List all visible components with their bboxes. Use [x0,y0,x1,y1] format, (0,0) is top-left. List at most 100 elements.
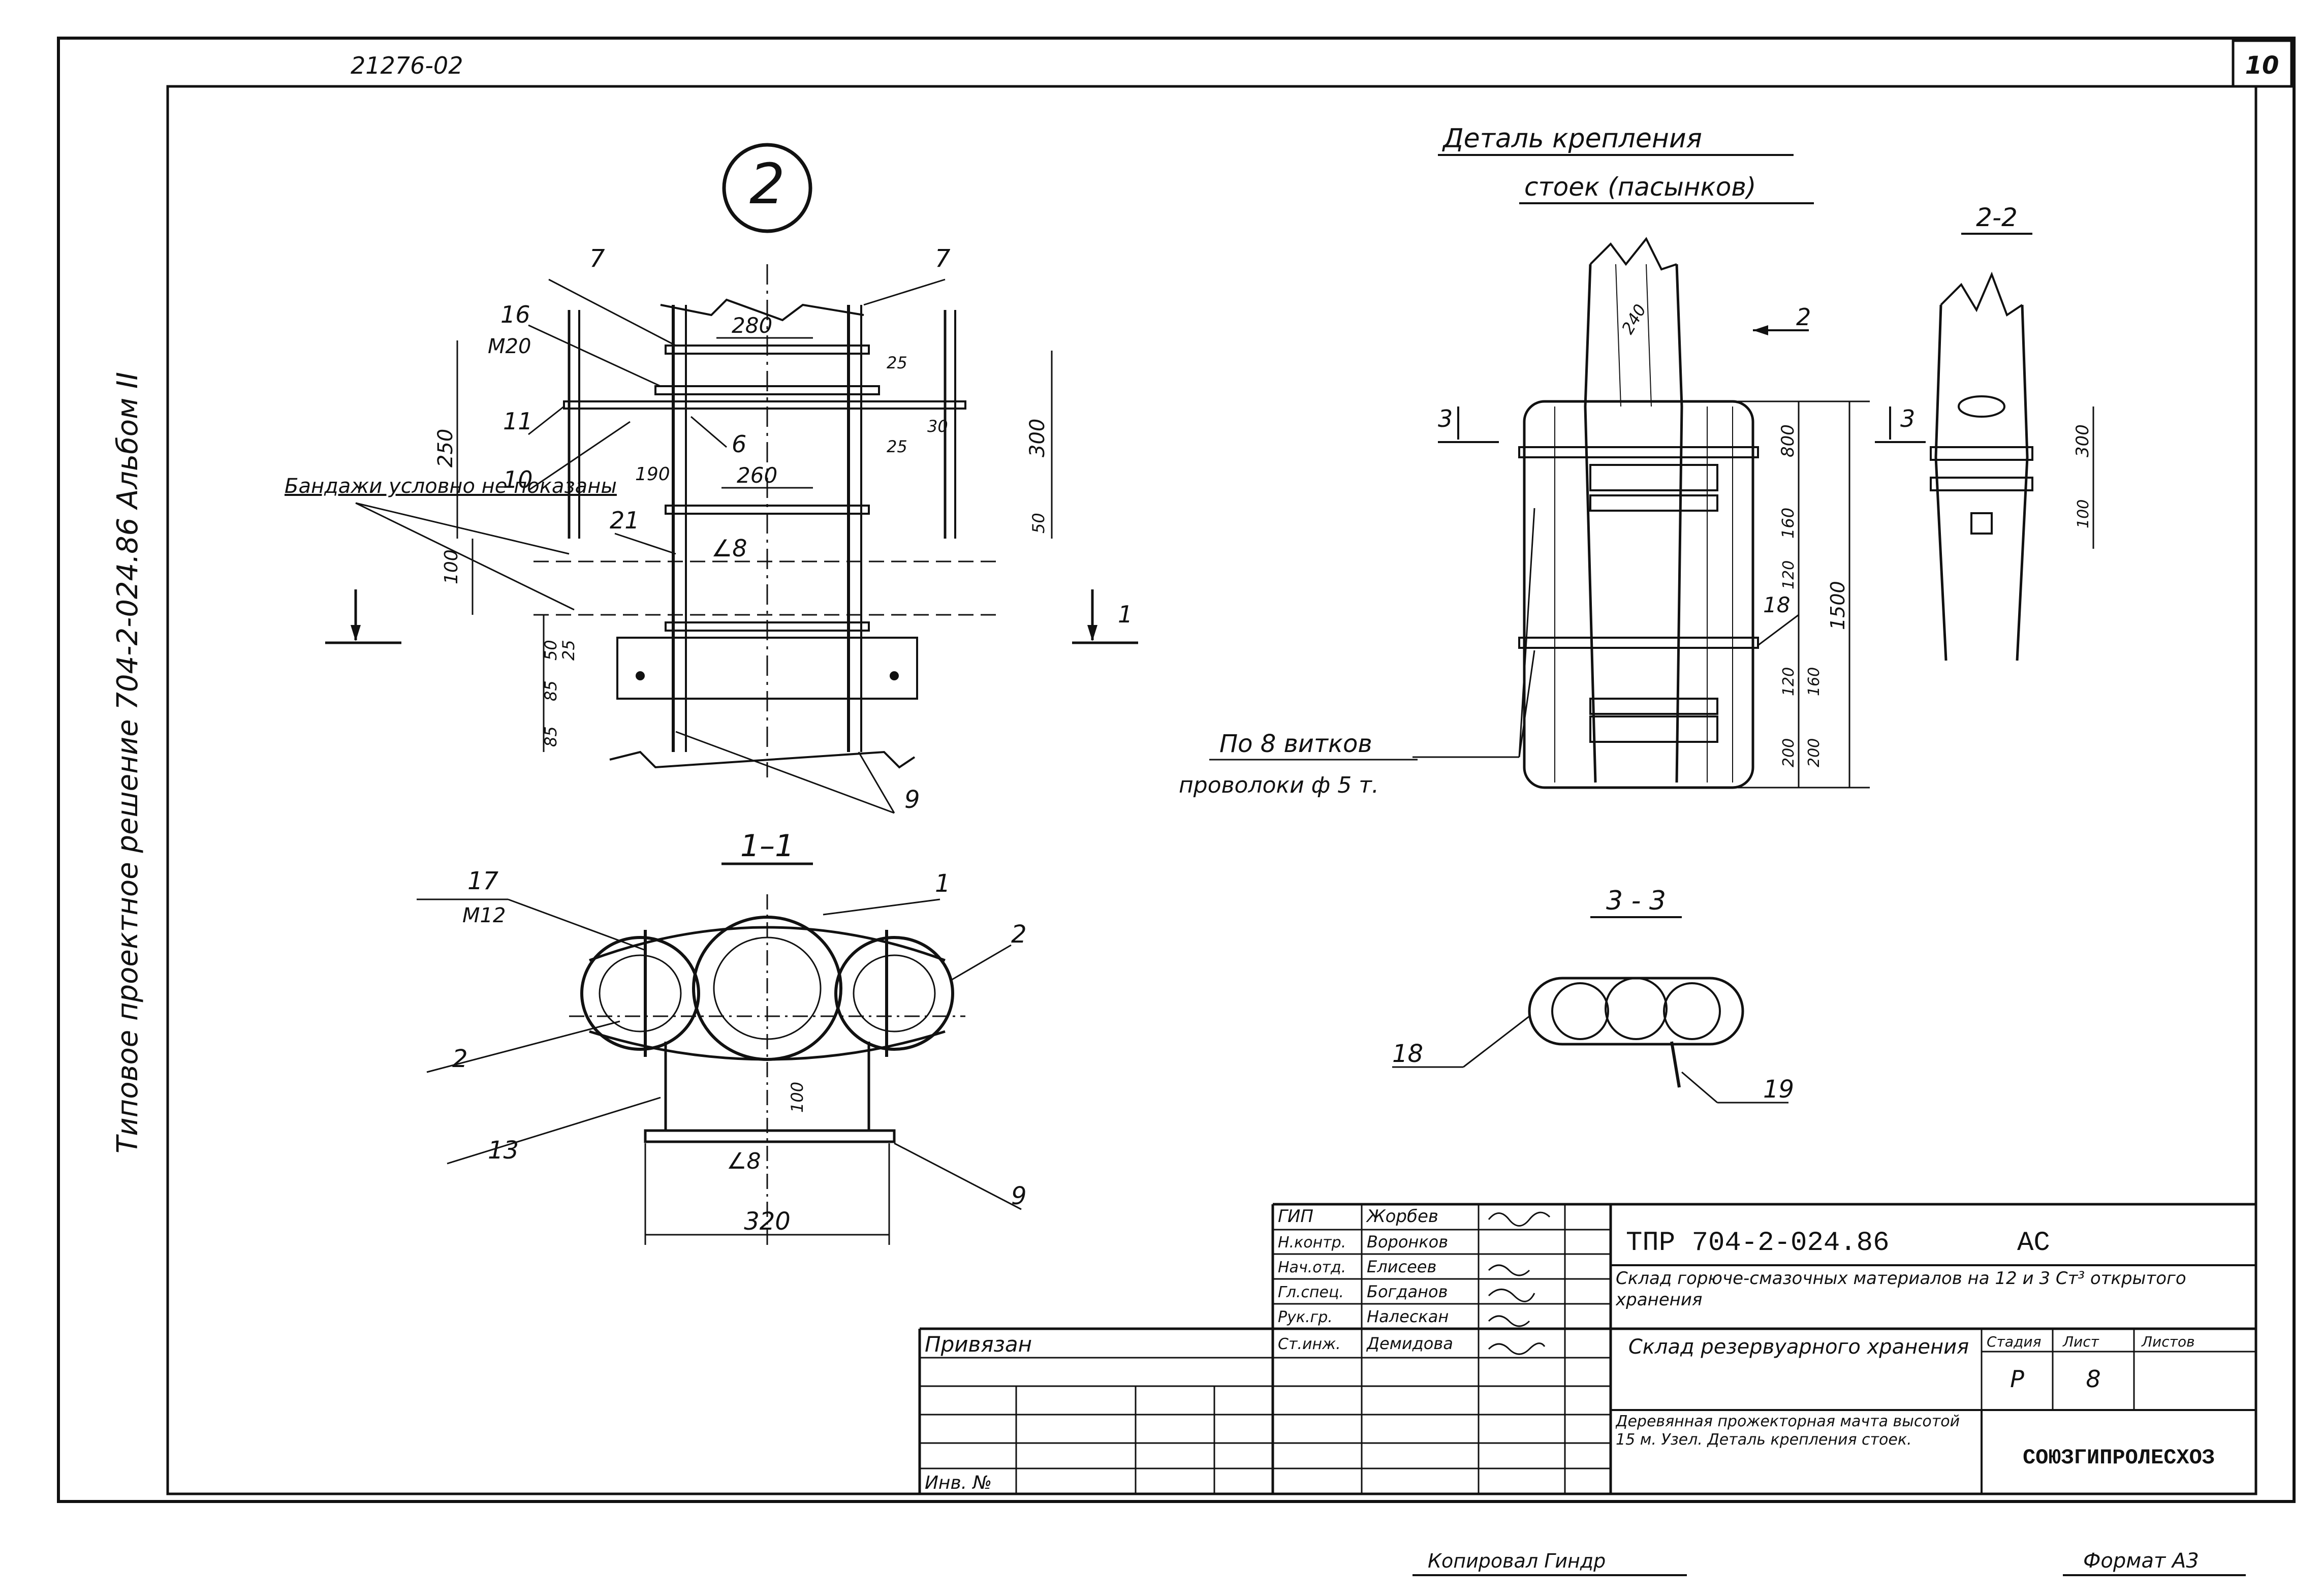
dim-100-s11: 100 [788,1082,807,1113]
callout-m20: М20 [488,335,531,358]
callout-2-right: 2 [1011,920,1027,949]
stage-value: Р [2010,1365,2024,1393]
dim-240-fast: 240 [1618,301,1650,337]
section-mark-3-left: 3 [1438,405,1453,432]
callout-2-left: 2 [452,1045,468,1073]
bottom-signature: Копировал Гиндр [1428,1550,1606,1572]
role-5: Ст.инж. [1278,1335,1341,1353]
stamp-sheet-title: Склад резервуарного хранения [1628,1335,1969,1359]
fastening-title-2: стоек (пасынков) [1524,172,1756,202]
stamp-code: ТПР 704-2-024.86 [1626,1228,1889,1259]
dim-30: 30 [927,417,948,436]
callout-13: 13 [488,1136,519,1165]
dim-200-fast-a: 200 [1780,738,1798,767]
dim-800-fast: 800 [1778,424,1798,457]
inner-frame [166,85,2257,1495]
dim-190: 190 [635,464,670,485]
signature-3 [1488,1289,1535,1302]
section-2-2: 2-2 300 100 [1930,203,2094,661]
sheet-header: Лист [2062,1333,2099,1350]
dim-25-a: 25 [887,353,907,372]
dim-120-fast-a: 120 [1780,560,1798,589]
section-1-1-title: 1–1 [740,828,794,864]
stamp-drawing-name: Деревянная прожекторная мачта высотой 15… [1616,1413,1960,1449]
detail-marker-circle [722,143,812,233]
outer-frame [57,37,2296,1503]
dim-300-s22: 300 [2073,424,2093,457]
dim-300: 300 [1026,419,1049,457]
name-4: Налескан [1367,1307,1449,1326]
signature-4 [1488,1315,1530,1327]
name-5: Демидова [1366,1334,1453,1353]
angle-8: ∠8 [711,535,747,562]
stamp-object-wrap: Склад горюче-смазочных материалов на 12 … [1616,1268,2186,1310]
attached-label: Привязан [925,1332,1032,1357]
role-0: ГИП [1278,1206,1313,1227]
sheet-value: 8 [2086,1365,2100,1393]
detail-fastening: Деталь крепления стоек (пасынков) [1179,123,1926,798]
dim-200-fast-b: 200 [1805,738,1823,767]
name-3: Богданов [1367,1282,1448,1301]
callout-6: 6 [732,430,746,458]
signature-5 [1488,1342,1546,1355]
note-bandages: Бандажи условно не показаны [285,475,617,498]
stage-header: Стадия [1987,1333,2041,1350]
section-3-3-title: 3 - 3 [1606,886,1666,916]
section-2-2-title: 2-2 [1976,203,2018,232]
detail-2: 2 1 [285,143,1138,814]
sheets-header: Листов [2141,1333,2195,1350]
section-mark-1: 1 [1118,601,1133,628]
sheet-title-wrap: Склад резервуарного хранения [1628,1335,1969,1359]
callout-7-right: 7 [935,244,951,273]
stamp-object: Склад горюче-смазочных материалов на 12 … [1616,1268,2186,1310]
signature-2 [1488,1264,1530,1276]
note-turns-1: По 8 витков [1219,730,1372,758]
dim-160-fast-a: 160 [1778,508,1798,539]
angle-8-s11: ∠8 [727,1148,761,1174]
inv-label: Инв. № [925,1473,992,1493]
callout-19: 19 [1763,1075,1794,1104]
callout-7-left: 7 [589,244,605,273]
dim-25-b: 25 [887,437,907,456]
callout-1: 1 [935,869,951,898]
sheet-number: 10 [2245,51,2279,80]
callout-18-s33: 18 [1392,1040,1423,1068]
section-1-1: 1–1 320 100 ∠8 17 [417,828,1027,1245]
sheet-number-box [2232,39,2293,88]
drawing-name-wrap: Деревянная прожекторная мачта высотой 15… [1616,1413,1960,1449]
dim-120-fast-b: 120 [1780,667,1798,696]
role-1: Н.контр. [1278,1234,1346,1251]
role-2: Нач.отд. [1278,1259,1346,1276]
role-3: Гл.спец. [1278,1284,1344,1301]
dim-1500-fast: 1500 [1827,581,1849,630]
doc-code: 21276-02 [351,52,463,79]
dim-100: 100 [441,549,462,584]
dim-250: 250 [434,429,457,467]
signature-0 [1488,1211,1551,1227]
callout-17: 17 [467,867,499,895]
callout-9: 9 [904,786,920,814]
name-0: Жорбев [1366,1206,1438,1227]
detail-marker: 2 [749,151,785,216]
section-mark-2: 2 [1796,303,1811,331]
dim-85-a: 85 [541,726,560,747]
callout-11: 11 [503,408,533,435]
stamp-mark: АС [2017,1228,2050,1259]
dim-100-s22: 100 [2075,499,2092,528]
dim-160-fast-b: 160 [1805,667,1823,696]
callout-m12: М12 [462,904,506,927]
dim-25-c: 25 [559,640,578,661]
dim-50: 50 [1029,513,1048,534]
note-turns-2: проволоки ф 5 т. [1179,772,1379,798]
name-2: Елисеев [1367,1257,1436,1276]
section-mark-3-right: 3 [1900,405,1915,432]
title-block: ГИП Жорбев Н.контр. Воронков Нач.отд. Ел… [918,1203,2256,1494]
stamp-org: СОЮЗГИПРОЛЕСХОЗ [2023,1446,2215,1470]
dim-85-b: 85 [541,680,560,701]
callout-9-s11: 9 [1011,1182,1027,1210]
dim-260: 260 [737,463,777,488]
callout-21: 21 [610,507,640,534]
fastening-title-1: Деталь крепления [1442,123,1702,154]
section-3-3: 3 - 3 18 19 [1392,886,1794,1104]
